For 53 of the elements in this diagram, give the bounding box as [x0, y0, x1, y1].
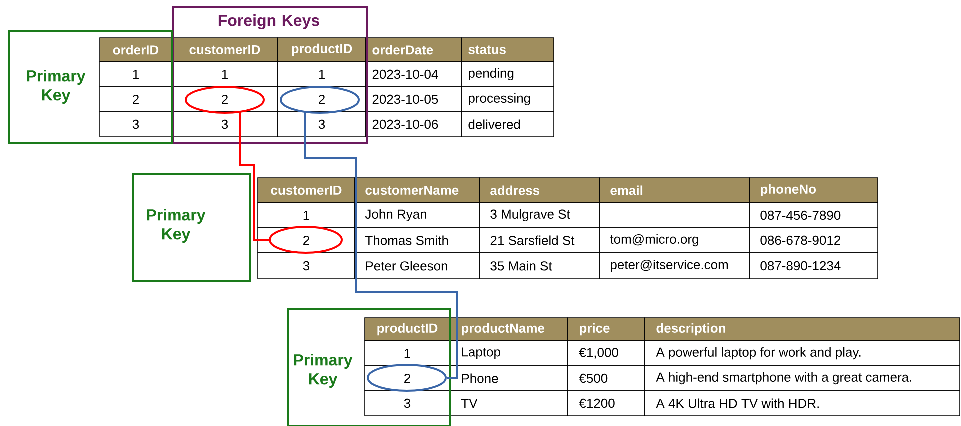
table-cell: 086-678-9012 — [750, 228, 878, 254]
primary-key-box: Primary Key — [132, 173, 251, 282]
table-cell: 2 — [100, 86, 172, 112]
table-cell: 2023-10-06 — [366, 112, 462, 138]
column-header: productID — [364, 318, 450, 342]
table-cell: 35 Main St — [480, 252, 600, 280]
table-cell: 2023-10-04 — [366, 62, 462, 88]
table-cell: 1 — [278, 62, 366, 88]
column-header: address — [480, 178, 600, 204]
table-cell: 3 — [100, 112, 172, 138]
table-cell: 087-890-1234 — [750, 252, 878, 280]
table-cell: Peter Gleeson — [354, 252, 480, 280]
table-cell: 2023-10-05 — [366, 86, 462, 112]
table-cell: 087-456-7890 — [750, 202, 878, 228]
table-cell: TV — [450, 390, 568, 416]
table-cell: processing — [462, 86, 554, 112]
table-cell: peter@itservice.com — [600, 252, 750, 280]
table-cell: €1200 — [568, 390, 646, 416]
column-header: productID — [278, 38, 366, 62]
table-cell: 3 — [364, 390, 450, 416]
table-cell: 1 — [100, 62, 172, 88]
column-header: price — [568, 318, 646, 342]
table-cell: 3 Mulgrave St — [480, 202, 600, 228]
table-cell: 3 — [258, 252, 356, 280]
table-cell: tom@micro.org — [600, 228, 750, 254]
table-cell: 21 Sarsfield St — [480, 228, 600, 254]
highlight-ellipse — [269, 226, 343, 254]
highlight-ellipse — [185, 86, 265, 114]
connector-line — [239, 112, 269, 241]
column-header: phoneNo — [750, 178, 878, 204]
table-cell: Thomas Smith — [354, 228, 480, 254]
table-cell: delivered — [462, 112, 554, 138]
column-header: customerID — [172, 38, 278, 62]
table-cell: €500 — [568, 366, 646, 392]
column-header: orderDate — [366, 38, 462, 62]
table-cell: Laptop — [450, 340, 568, 366]
table-cell: 1 — [364, 340, 450, 366]
column-header: customerID — [258, 178, 356, 204]
column-header: email — [600, 178, 750, 204]
column-header: productName — [450, 318, 568, 342]
table-cell: 1 — [172, 62, 278, 88]
column-header: customerName — [354, 178, 480, 204]
highlight-ellipse — [280, 86, 360, 114]
table-cell: 1 — [258, 202, 356, 228]
table-cell: 3 — [172, 112, 278, 138]
table-cell: 3 — [278, 112, 366, 138]
column-header: status — [462, 38, 554, 62]
table-cell: pending — [462, 62, 554, 88]
column-header: orderID — [100, 38, 172, 62]
table-cell: Phone — [450, 366, 568, 392]
table-cell: John Ryan — [354, 202, 480, 228]
connector-line — [304, 112, 458, 379]
table-cell: €1,000 — [568, 340, 646, 366]
